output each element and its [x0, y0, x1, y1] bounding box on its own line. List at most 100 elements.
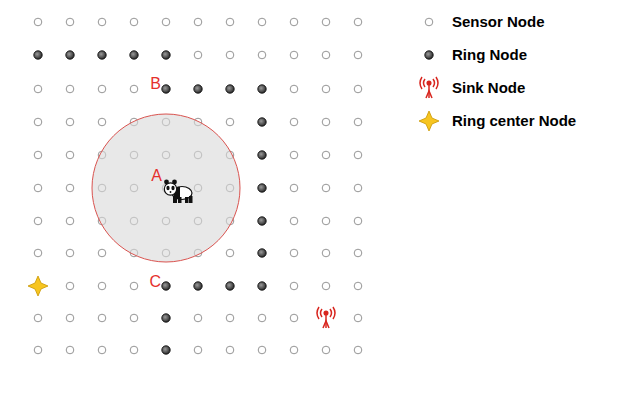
sensor-node [130, 346, 138, 354]
ring-node [258, 184, 266, 192]
sensor-node [226, 118, 234, 126]
sensor-node [354, 346, 362, 354]
sensor-node [290, 51, 298, 59]
sensor-node [66, 85, 74, 93]
ring-node [258, 118, 266, 126]
sensor-node [290, 346, 298, 354]
sensor-node [258, 346, 266, 354]
sensor-node [98, 346, 106, 354]
sensor-node [98, 314, 106, 322]
sensor-node [290, 85, 298, 93]
ring-node [258, 217, 266, 225]
sensor-node [354, 151, 362, 159]
sensor-node [354, 118, 362, 126]
sensor-node [290, 18, 298, 26]
sensor-node [258, 314, 266, 322]
sensor-node [290, 249, 298, 257]
legend-sensor-symbol [425, 18, 433, 26]
sensor-node [290, 314, 298, 322]
panda-target [164, 180, 192, 203]
sensor-node [34, 314, 42, 322]
ring-node [34, 51, 42, 59]
ring-center-node [28, 276, 48, 296]
ring-node [98, 51, 106, 59]
sensor-node [322, 118, 330, 126]
sensor-node [66, 18, 74, 26]
sensor-node [322, 85, 330, 93]
sensor-node [162, 18, 170, 26]
sink-node [317, 307, 335, 328]
sensor-node [258, 51, 266, 59]
legend-star-symbol [419, 111, 439, 131]
sensor-node [354, 217, 362, 225]
ring-node [162, 282, 170, 290]
sensor-node [322, 151, 330, 159]
ring-node [162, 314, 170, 322]
sensor-node [322, 249, 330, 257]
point-label: C [149, 274, 161, 290]
sensor-node [194, 346, 202, 354]
detection-range [92, 114, 240, 262]
sensor-node [322, 51, 330, 59]
sensor-node [34, 249, 42, 257]
sensor-node [354, 184, 362, 192]
sensor-node [66, 184, 74, 192]
ring-node [258, 249, 266, 257]
sensor-node [66, 151, 74, 159]
ring-node [194, 85, 202, 93]
sensor-node [226, 51, 234, 59]
sensor-node [98, 85, 106, 93]
sensor-node [194, 314, 202, 322]
ring-node [66, 51, 74, 59]
point-label: B [150, 76, 161, 92]
sensor-node [290, 217, 298, 225]
ring-node [226, 282, 234, 290]
sensor-node [322, 18, 330, 26]
sensor-node [130, 314, 138, 322]
sensor-node [322, 184, 330, 192]
sensor-node [290, 184, 298, 192]
ring-node [258, 151, 266, 159]
sensor-node [98, 118, 106, 126]
sensor-node [290, 118, 298, 126]
ring-node [258, 282, 266, 290]
point-label: A [151, 168, 162, 184]
ring-node [162, 85, 170, 93]
ring-node [162, 346, 170, 354]
sensor-node [98, 249, 106, 257]
sensor-node [34, 85, 42, 93]
sensor-node [34, 217, 42, 225]
sensor-node [258, 18, 266, 26]
legend-label: Sensor Node [452, 13, 545, 31]
legend-label: Ring Node [452, 46, 527, 64]
sensor-node [66, 118, 74, 126]
sensor-node [34, 184, 42, 192]
sensor-node [354, 314, 362, 322]
ring-node [194, 282, 202, 290]
sensor-node [66, 282, 74, 290]
sensor-node [66, 346, 74, 354]
sensor-node [130, 18, 138, 26]
ring-node [130, 51, 138, 59]
sensor-node [354, 249, 362, 257]
sensor-node [130, 85, 138, 93]
sensor-node [66, 217, 74, 225]
legend-label: Ring center Node [452, 112, 576, 130]
sensor-node [194, 18, 202, 26]
sensor-node [194, 51, 202, 59]
ring-node [258, 85, 266, 93]
node-grid [34, 18, 362, 354]
sensor-node [66, 314, 74, 322]
ring-node [226, 85, 234, 93]
sensor-node [354, 85, 362, 93]
sensor-node [226, 18, 234, 26]
sensor-node [354, 18, 362, 26]
sensor-node [354, 51, 362, 59]
legend-sink-symbol [420, 77, 438, 98]
sensor-node [226, 249, 234, 257]
sensor-node [322, 346, 330, 354]
sensor-node [290, 282, 298, 290]
sensor-node [34, 118, 42, 126]
sensor-node [66, 249, 74, 257]
